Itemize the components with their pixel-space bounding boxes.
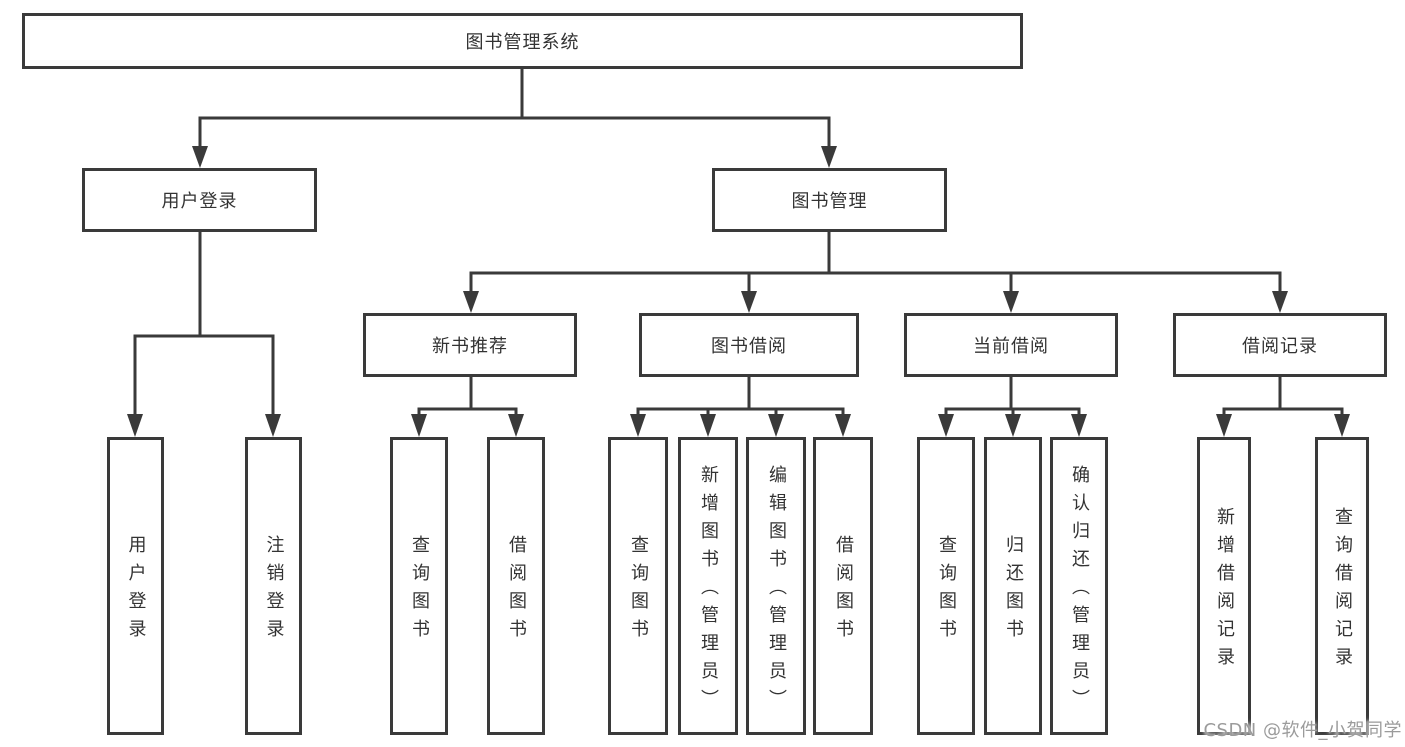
leaf-return-books-label: 归还图书	[1003, 535, 1024, 647]
leaf-borrow-query-books: 查询图书	[608, 437, 668, 735]
csdn-watermark: CSDN @软件_小贺同学	[1203, 720, 1402, 741]
leaf-confirm-return-admin-label: 确认归还（管理员）	[1069, 465, 1090, 717]
node-current-borrow: 当前借阅	[904, 313, 1118, 377]
node-user-login: 用户登录	[82, 168, 317, 232]
leaf-user-login: 用户登录	[107, 437, 164, 735]
node-system-root-label: 图书管理系统	[465, 32, 580, 53]
leaf-confirm-return-admin: 确认归还（管理员）	[1050, 437, 1108, 735]
node-new-book-recommend-label: 新书推荐	[432, 336, 508, 357]
leaf-return-books: 归还图书	[984, 437, 1042, 735]
node-system-root: 图书管理系统	[22, 13, 1023, 69]
leaf-edit-books-admin: 编辑图书（管理员）	[746, 437, 806, 735]
node-book-borrow: 图书借阅	[639, 313, 859, 377]
leaf-add-borrow-record: 新增借阅记录	[1197, 437, 1251, 735]
node-book-management: 图书管理	[712, 168, 947, 232]
leaf-edit-books-admin-label: 编辑图书（管理员）	[766, 465, 787, 717]
leaf-add-borrow-record-label: 新增借阅记录	[1214, 507, 1235, 675]
node-book-borrow-label: 图书借阅	[711, 336, 787, 357]
leaf-borrow-books: 借阅图书	[813, 437, 873, 735]
node-book-management-label: 图书管理	[791, 191, 868, 212]
node-current-borrow-label: 当前借阅	[973, 336, 1049, 357]
leaf-logout-label: 注销登录	[263, 535, 285, 647]
node-user-login-label: 用户登录	[161, 191, 238, 212]
leaf-query-borrow-record: 查询借阅记录	[1315, 437, 1369, 735]
leaf-add-books-admin: 新增图书（管理员）	[678, 437, 738, 735]
node-borrow-records-label: 借阅记录	[1242, 336, 1318, 357]
node-borrow-records: 借阅记录	[1173, 313, 1387, 377]
leaf-recommend-query-books-label: 查询图书	[409, 535, 430, 647]
leaf-current-query-books-label: 查询图书	[936, 535, 957, 647]
leaf-recommend-borrow-books: 借阅图书	[487, 437, 545, 735]
leaf-borrow-books-label: 借阅图书	[833, 535, 854, 647]
leaf-current-query-books: 查询图书	[917, 437, 975, 735]
leaf-recommend-borrow-books-label: 借阅图书	[506, 535, 527, 647]
leaf-recommend-query-books: 查询图书	[390, 437, 448, 735]
leaf-logout: 注销登录	[245, 437, 302, 735]
leaf-user-login-label: 用户登录	[125, 535, 147, 647]
leaf-add-books-admin-label: 新增图书（管理员）	[698, 465, 719, 717]
leaf-query-borrow-record-label: 查询借阅记录	[1332, 507, 1353, 675]
node-new-book-recommend: 新书推荐	[363, 313, 577, 377]
leaf-borrow-query-books-label: 查询图书	[628, 535, 649, 647]
